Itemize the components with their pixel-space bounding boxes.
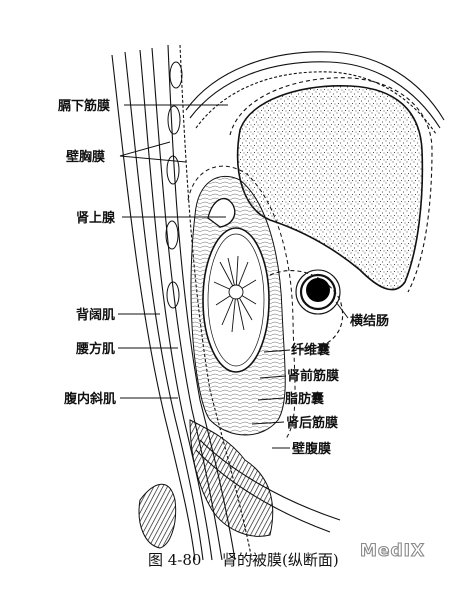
- ribs: [165, 61, 183, 309]
- lower-muscle-mass: [189, 419, 274, 537]
- figure-title: 肾的被膜(纵断面): [222, 551, 339, 569]
- renal-fascia: [187, 165, 296, 441]
- label-transverse-colon: 横结肠: [350, 313, 389, 329]
- label-fibrous-capsule: 纤维囊: [291, 342, 331, 358]
- lower-left-muscle: [138, 483, 177, 549]
- watermark: MedIX: [360, 541, 425, 561]
- figure-number: 图 4-80: [148, 551, 201, 569]
- label-parietal-pleura: 壁胸膜: [66, 149, 105, 165]
- label-anterior-renal-fascia: 肾前筋膜: [287, 368, 339, 384]
- label-fat-capsule: 脂肪囊: [284, 391, 325, 407]
- label-subphrenic-fascia: 膈下筋膜: [57, 98, 110, 114]
- label-posterior-renal-fascia: 肾后筋膜: [286, 415, 338, 431]
- peritoneum-layers: [185, 51, 445, 135]
- label-adrenal-gland: 肾上腺: [76, 210, 116, 226]
- liver: [236, 85, 424, 291]
- label-internal-oblique: 腹内斜肌: [64, 391, 116, 407]
- leader-lines: [118, 104, 349, 449]
- label-quadratus-lumborum: 腰方肌: [75, 341, 115, 357]
- kidney: [202, 227, 270, 373]
- transverse-colon: [295, 269, 341, 315]
- adrenal-gland: [207, 198, 236, 228]
- renal-pelvis-radials: [213, 255, 257, 333]
- label-parietal-peritoneum: 壁腹膜: [292, 441, 331, 457]
- label-latissimus-dorsi: 背阔肌: [76, 307, 115, 323]
